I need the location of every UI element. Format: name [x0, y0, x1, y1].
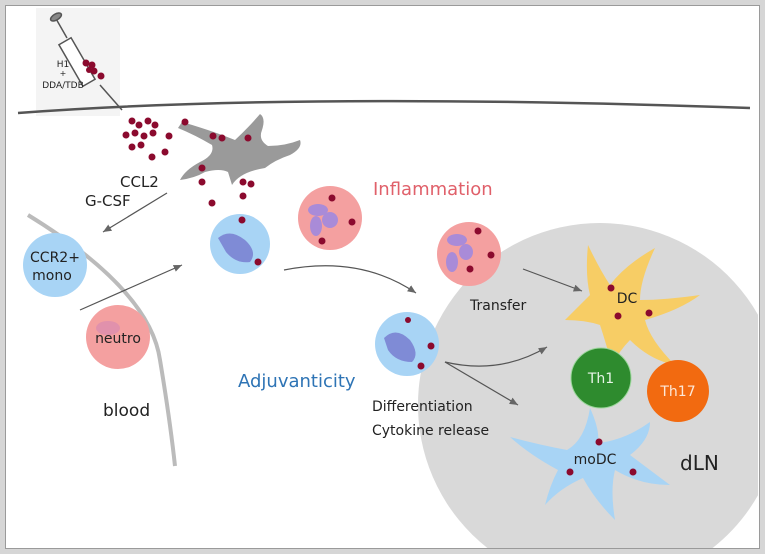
tissue-dendritic-cell	[178, 114, 301, 185]
skin-surface	[17, 99, 751, 115]
modc-cell	[510, 408, 670, 520]
mono-label-mono: mono	[32, 268, 72, 284]
dln-label: dLN	[680, 451, 719, 475]
chemokine-arrow	[102, 192, 168, 233]
adjuvanticity-label: Adjuvanticity	[238, 371, 356, 392]
gcsf-label: G-CSF	[85, 192, 131, 210]
vaccine-label-h1: H1	[57, 60, 70, 70]
cytokine-release-label: Cytokine release	[372, 423, 489, 439]
transfer-arrow	[522, 268, 583, 292]
ccl2-label: CCL2	[120, 173, 159, 191]
th17-cell	[647, 360, 709, 422]
inflammation-label: Inflammation	[373, 179, 493, 200]
ln-monocyte	[375, 312, 439, 376]
mono-label-ccr2: CCR2+	[30, 250, 80, 266]
modc-antigen	[566, 438, 637, 476]
tissue-monocyte	[210, 214, 270, 274]
to-dc-arrow	[444, 346, 548, 367]
differentiation-label: Differentiation	[372, 399, 473, 415]
dc-label: DC	[617, 291, 638, 307]
th1-cell	[570, 347, 632, 409]
vaccine-label-adjuvant: DDA/TDB	[42, 81, 84, 91]
to-modc-arrow	[444, 361, 519, 406]
transfer-label: Transfer	[469, 298, 527, 314]
vaccine-label-plus: +	[60, 69, 67, 78]
antigen-particles	[122, 117, 255, 207]
migration-arrow	[283, 265, 417, 294]
ln-neutrophil	[437, 222, 501, 286]
blood-label: blood	[103, 401, 150, 421]
ccr2-monocyte	[23, 233, 87, 297]
tissue-neutrophil	[298, 186, 362, 250]
neutrophil-blood	[86, 305, 150, 369]
neutro-label: neutro	[95, 331, 141, 347]
neutrophil-nucleus	[96, 321, 120, 335]
modc-label: moDC	[574, 452, 617, 468]
syringe-antigen-icon	[82, 59, 105, 80]
extravasation-arrow	[79, 264, 183, 311]
th1-label: Th1	[587, 371, 614, 387]
dendritic-cell	[565, 245, 700, 365]
dc-antigen	[607, 284, 653, 320]
th17-label: Th17	[659, 384, 695, 400]
